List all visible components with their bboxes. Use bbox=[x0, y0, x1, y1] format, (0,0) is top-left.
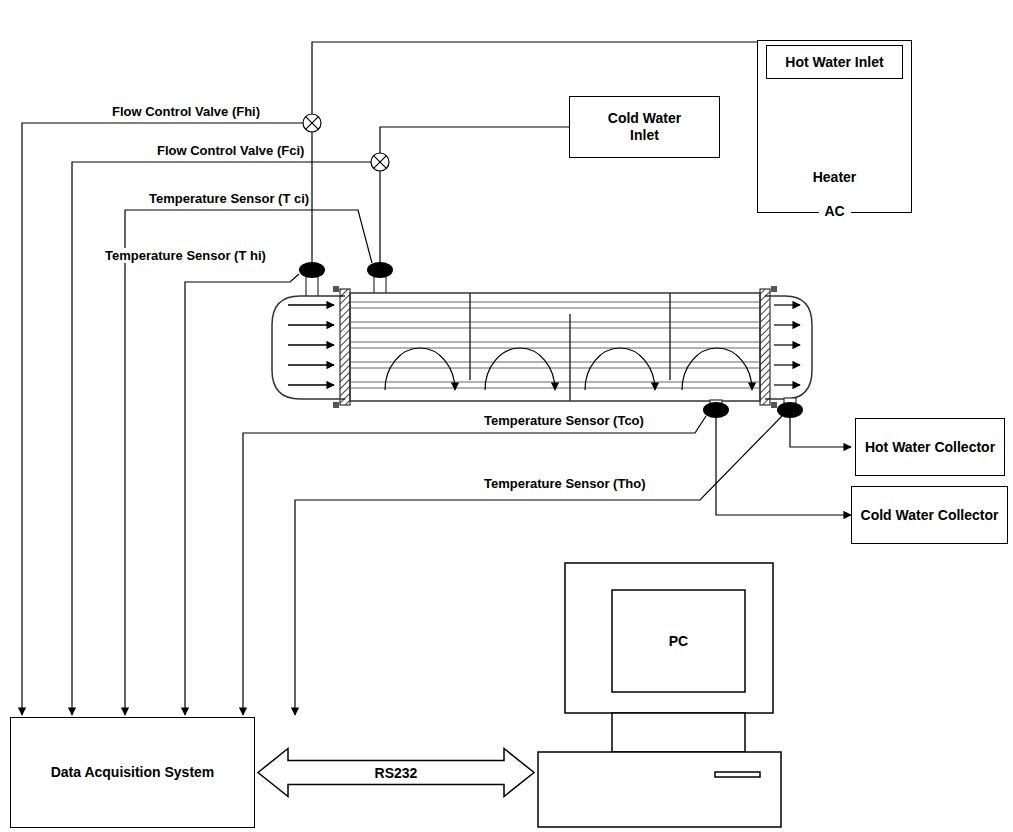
temperature-sensor bbox=[299, 262, 325, 278]
node-text: Heater bbox=[807, 169, 863, 186]
outlet-pipe bbox=[716, 418, 851, 515]
temperature-sensor bbox=[777, 402, 803, 418]
drive-slot bbox=[715, 772, 760, 777]
tube-sheet bbox=[760, 289, 770, 405]
flow-loop bbox=[682, 348, 752, 390]
flow-arrow bbox=[288, 364, 334, 365]
signal-wire bbox=[22, 123, 303, 715]
flange-bolt bbox=[771, 402, 777, 408]
flow-loop bbox=[585, 348, 655, 390]
flow-arrow bbox=[774, 304, 800, 305]
flow-arrow bbox=[288, 344, 334, 345]
signal-wire bbox=[125, 210, 372, 715]
flange-bolt bbox=[771, 286, 777, 292]
flow-loop bbox=[385, 348, 455, 390]
exchanger-shell bbox=[350, 293, 760, 401]
flow-loop bbox=[485, 348, 555, 390]
node-text: Hot Water Collector bbox=[865, 439, 995, 456]
valve-label: Flow Control Valve (Fci) bbox=[155, 143, 306, 158]
pc-computer: PC bbox=[537, 562, 782, 830]
node-text: PC bbox=[612, 590, 745, 692]
flange-bolt bbox=[333, 402, 339, 408]
flow-arrow bbox=[288, 324, 334, 325]
monitor-stand bbox=[612, 713, 745, 752]
inlet-box: Hot Water Inlet bbox=[766, 45, 903, 79]
sensor-label: Temperature Sensor (T ci) bbox=[147, 191, 311, 206]
monitor-screen bbox=[612, 590, 745, 692]
flange-bolt bbox=[333, 286, 339, 292]
exchanger-head bbox=[765, 296, 812, 399]
signal-wire bbox=[295, 416, 782, 715]
flow-arrow bbox=[288, 304, 334, 305]
signal-wire bbox=[72, 162, 371, 715]
node-text: Hot Water Inlet bbox=[785, 54, 883, 71]
sensor-label: Temperature Sensor (Tho) bbox=[482, 476, 648, 491]
valve-label: Flow Control Valve (Fhi) bbox=[110, 104, 262, 119]
node-text: Cold Water Inlet bbox=[595, 110, 695, 144]
sensor-label: Temperature Sensor (Tco) bbox=[482, 413, 646, 428]
daq-box: Data Acquisition System bbox=[10, 717, 255, 828]
flow-arrow bbox=[288, 384, 334, 385]
flow-arrow bbox=[774, 384, 800, 385]
cold-pipe bbox=[380, 127, 569, 262]
flow-arrow bbox=[288, 305, 334, 385]
node-text: Data Acquisition System bbox=[51, 764, 215, 781]
hot-pipe bbox=[312, 42, 757, 262]
valve-symbol bbox=[303, 114, 321, 132]
computer-base bbox=[538, 752, 781, 827]
flow-arrow bbox=[774, 344, 800, 345]
temperature-sensor bbox=[367, 262, 393, 278]
computer-illustration bbox=[537, 562, 782, 830]
tube-bundle bbox=[350, 302, 760, 388]
edge-label: RS232 bbox=[372, 764, 421, 781]
collector-box: Cold Water Collector bbox=[851, 486, 1008, 544]
outlet-pipe bbox=[790, 418, 851, 447]
heater-box: HeaterACHot Water Inlet bbox=[757, 40, 912, 213]
node-text: Cold Water Collector bbox=[861, 507, 999, 524]
valve-symbol bbox=[374, 156, 387, 169]
valve-symbol bbox=[371, 153, 389, 171]
flow-arrow bbox=[774, 324, 800, 325]
nozzle bbox=[306, 276, 318, 298]
sensor-label: Temperature Sensor (T hi) bbox=[103, 248, 268, 263]
nozzle bbox=[374, 276, 386, 294]
tube-sheet bbox=[340, 289, 350, 405]
node-text: AC bbox=[818, 203, 850, 220]
exchanger-head bbox=[272, 296, 345, 399]
valve-symbol bbox=[306, 117, 319, 130]
baffle bbox=[470, 293, 670, 401]
double-arrow-connector bbox=[258, 749, 534, 797]
collector-box: Hot Water Collector bbox=[855, 418, 1005, 476]
monitor-frame bbox=[565, 563, 773, 713]
flow-arrow bbox=[774, 364, 800, 365]
inlet-box: Cold Water Inlet bbox=[569, 96, 720, 158]
temperature-sensor bbox=[703, 402, 729, 418]
